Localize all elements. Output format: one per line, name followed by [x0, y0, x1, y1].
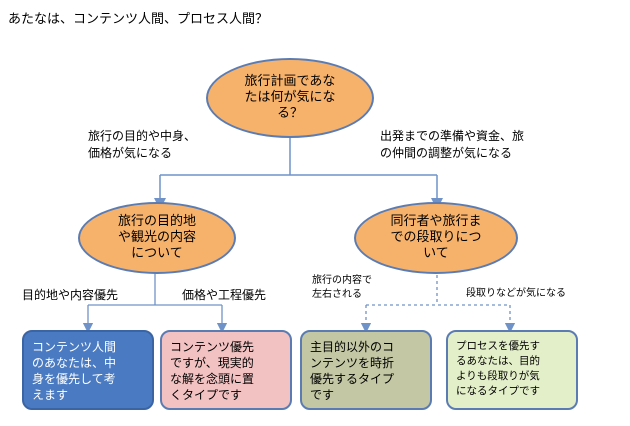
left-branch-label: 旅行の目的や中身、 価格が気になる: [88, 129, 197, 160]
process-node-text: 同行者や旅行ま での段取りにつ いて: [390, 214, 482, 261]
page-title: あたなは、コンテンツ人間、プロセス人間？: [8, 12, 269, 27]
content-dependent-label: 旅行の内容で 左右される: [312, 275, 372, 300]
right-branch-label: 出発までの準備や資金、旅 の仲間の調整が気になる: [380, 129, 525, 160]
content-node-text: 旅行の目的地 や観光の内容 について: [117, 214, 196, 261]
content-node: 旅行の目的地 や観光の内容 について: [78, 202, 236, 274]
process-node: 同行者や旅行ま での段取りにつ いて: [354, 202, 518, 274]
process-person-box: プロセスを優先す るあなたは、目的 よりも段取りが気 になるタイプです: [446, 330, 578, 410]
occasional-content-text: 主目的以外のコ ンテンツを時折 優先するタイプ です: [310, 340, 395, 402]
occasional-content-box: 主目的以外のコ ンテンツを時折 優先するタイプ です: [300, 330, 432, 410]
process-person-text: プロセスを優先す るあなたは、目的 よりも段取りが気 になるタイプです: [456, 340, 540, 397]
realistic-content-text: コンテンツ優先 ですが、現実的 な解を念頭に置 くタイプです: [170, 340, 255, 402]
realistic-content-box: コンテンツ優先 ですが、現実的 な解を念頭に置 くタイプです: [160, 330, 292, 410]
root-question-node: 旅行計画であな たは何が気にな る？: [206, 58, 374, 138]
destination-priority-label: 目的地や内容優先: [22, 288, 119, 302]
content-person-text: コンテンツ人間 のあなたは、中 身を優先して考 えます: [32, 340, 117, 402]
arrangements-label: 段取りなどが気になる: [466, 288, 566, 299]
content-person-box: コンテンツ人間 のあなたは、中 身を優先して考 えます: [22, 330, 154, 410]
root-question-text: 旅行計画であな たは何が気にな る？: [244, 74, 336, 121]
price-priority-label: 価格や工程優先: [182, 288, 267, 302]
